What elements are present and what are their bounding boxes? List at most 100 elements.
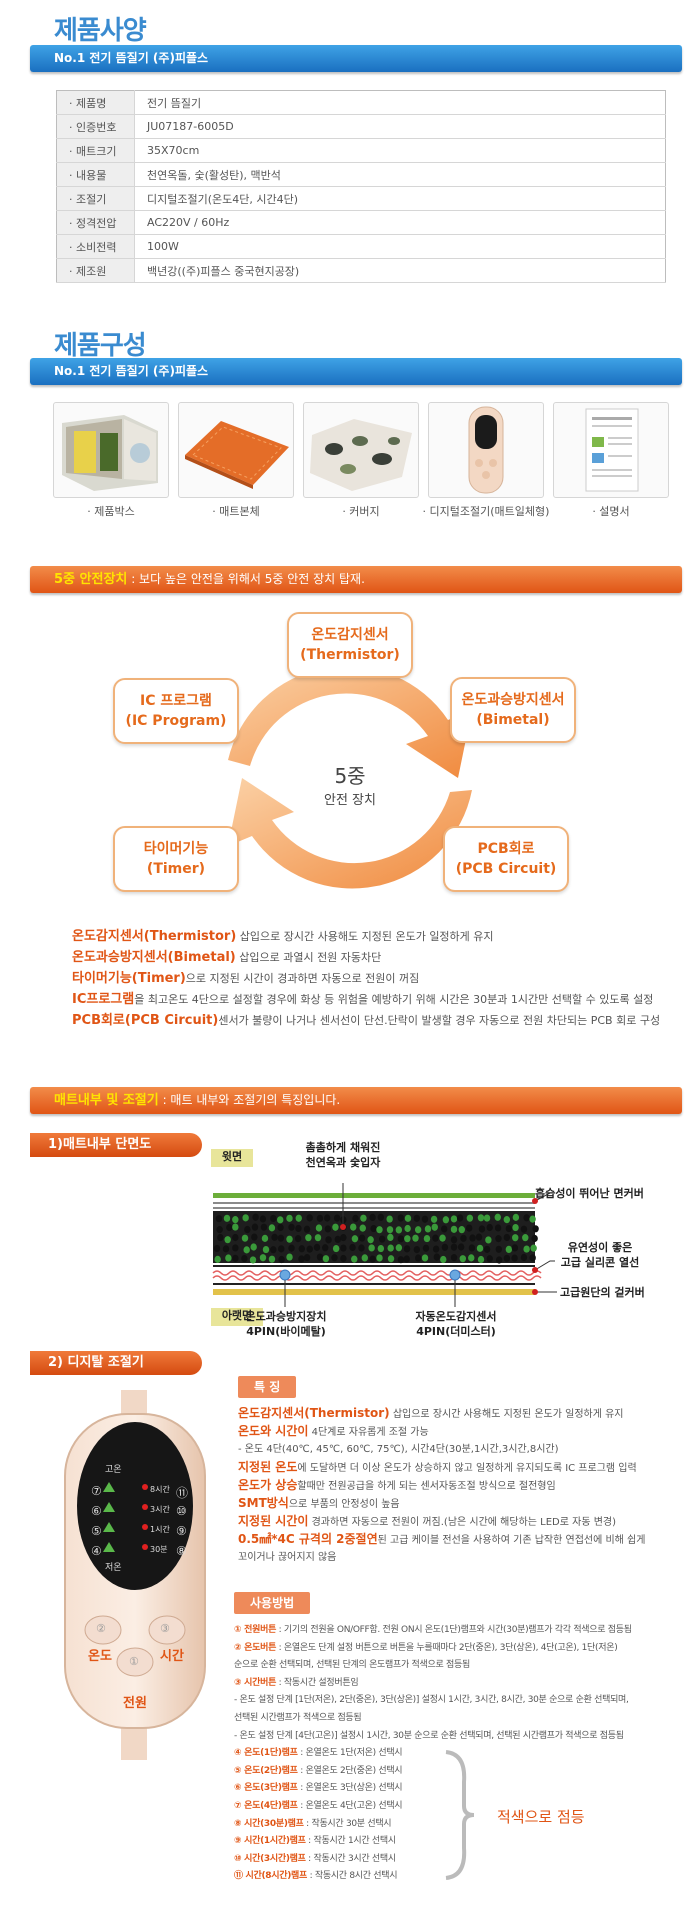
feature-tag: 특 징 xyxy=(238,1376,297,1398)
usage-text: : 기기의 전원을 ON/OFF함. 전원 ON시 온도(1단)램프와 시간(3… xyxy=(276,1625,632,1635)
usage-text: : 온열온도 4단(고온) 선택시 xyxy=(297,1801,403,1811)
stone-particle xyxy=(512,1223,519,1232)
stone-particle xyxy=(494,1213,501,1221)
stone-particle xyxy=(511,1254,518,1262)
mat-section-bar: 매트내부 및 조절기 : 매트 내부와 조절기의 특징입니다. xyxy=(30,1087,682,1114)
feature-key: 지정된 시간이 xyxy=(238,1514,309,1528)
stone-particle xyxy=(359,1224,366,1232)
composition-label-4: · 디지털조절기(매트일체형) xyxy=(422,505,550,518)
stone-particle xyxy=(262,1245,270,1254)
stone-particle xyxy=(295,1224,302,1233)
stone-particle xyxy=(251,1233,258,1241)
stone-particle xyxy=(215,1215,223,1223)
stone-particle xyxy=(450,1236,458,1244)
stone-particle xyxy=(505,1224,513,1233)
device-time-button[interactable]: 시간 xyxy=(160,1649,184,1664)
stone-particle xyxy=(456,1214,464,1222)
spec-key: · 제품명 xyxy=(56,90,135,115)
stone-particle xyxy=(432,1245,440,1253)
stone-particle xyxy=(505,1245,513,1253)
device-time-8h: 8시간 xyxy=(150,1485,170,1494)
spec-value: 전기 뜸질기 xyxy=(134,90,666,115)
safety-node-timer: 타이머기능 (Timer) xyxy=(113,826,239,892)
stone-particle xyxy=(370,1224,377,1233)
stone-particle xyxy=(395,1244,403,1252)
mat-bimetal-label-2: 4PIN(바이메탈) xyxy=(246,1325,326,1338)
stone-particle xyxy=(270,1246,277,1254)
mat-cross-section-diagram xyxy=(211,1149,557,1326)
stone-particle xyxy=(386,1226,394,1234)
usage-text: : 작동시간 30분 선택시 xyxy=(303,1818,392,1829)
feature-text: - 온도 4단(40℃, 45℃, 60℃, 75℃), 시간4단(30분,1시… xyxy=(238,1444,559,1455)
usage-line: ⑩ 시간(3시간)램프 : 작동시간 3시간 선택시 xyxy=(234,1851,396,1864)
device-temp-button[interactable]: 온도 xyxy=(88,1649,112,1664)
safety-description-line: 온도감지센서(Thermistor) 삽입으로 장시간 사용해도 지정된 온도가… xyxy=(72,925,494,944)
stone-particle xyxy=(232,1244,239,1252)
usage-text: : 온열온도 1단(저온) 선택시 xyxy=(297,1748,403,1759)
safety-description-key: 온도감지센서(Thermistor) xyxy=(72,929,237,944)
stone-particle xyxy=(450,1254,458,1262)
stone-particle xyxy=(430,1215,438,1223)
stone-particle xyxy=(260,1223,268,1231)
usage-line: ② 온도버튼 : 온열온도 단계 설정 버튼으로 버튼을 누를때마다 2단(중온… xyxy=(234,1640,618,1653)
stone-particle xyxy=(277,1234,285,1242)
stone-particle xyxy=(306,1245,313,1253)
safety-node-thermistor: 온도감지센서 (Thermistor) xyxy=(287,612,413,678)
usage-line: ⑨ 시간(1시간)램프 : 작동시간 1시간 선택시 xyxy=(234,1833,396,1846)
stone-particle xyxy=(424,1225,432,1233)
stone-particle xyxy=(288,1223,295,1231)
stone-particle xyxy=(376,1226,383,1234)
usage-key: ⑧ 시간(30분)램프 xyxy=(234,1818,304,1829)
controller-icon xyxy=(468,406,504,494)
usage-text: : 작동시간 8시간 선택시 xyxy=(307,1871,398,1882)
stone-particle xyxy=(314,1234,322,1242)
stone-particle xyxy=(250,1243,257,1251)
usage-key: ⑤ 온도(2단)램프 xyxy=(234,1765,298,1776)
stone-particle xyxy=(531,1234,538,1243)
composition-bar-label: No.1 전기 뜸질기 (주)피플스 xyxy=(54,364,209,378)
spec-section-bar: No.1 전기 뜸질기 (주)피플스 xyxy=(30,45,682,72)
stone-particle xyxy=(441,1225,448,1233)
mat-top-tag: 윗면 xyxy=(221,1150,243,1163)
stone-particle xyxy=(520,1225,528,1233)
stone-particle xyxy=(232,1233,239,1242)
safety-description-line: 온도과승방지센서(Bimetal) 삽입으로 과열시 전원 자동차단 xyxy=(72,946,381,965)
stone-particle xyxy=(431,1223,438,1231)
mat-cover-label: 흡습성이 뛰어난 면커버 xyxy=(535,1187,644,1200)
mat-heat-label-1: 유연성이 좋은 xyxy=(567,1241,633,1254)
stone-particle xyxy=(469,1234,476,1242)
safety-description-text: 센서가 불량이 나거나 센서선이 단선.단락이 발생할 경우 자동으로 전원 차… xyxy=(218,1014,661,1027)
safety-node-timer-en: (Timer) xyxy=(146,861,206,877)
stone-particle xyxy=(368,1244,375,1252)
mat-bar-desc: : 매트 내부와 조절기의 특징입니다. xyxy=(162,1093,341,1107)
stone-particle xyxy=(278,1255,285,1264)
feature-line: 지정된 온도에 도달하면 더 이상 온도가 상승하지 않고 일정하게 유지되도록… xyxy=(238,1458,637,1475)
stone-particle xyxy=(376,1254,383,1262)
stone-particle xyxy=(503,1216,511,1224)
stone-particle xyxy=(323,1214,331,1222)
stone-particle xyxy=(332,1244,340,1253)
feature-line: 온도감지센서(Thermistor) 삽입으로 장시간 사용해도 지정된 온도가… xyxy=(238,1404,624,1421)
feature-line: - 온도 4단(40℃, 45℃, 60℃, 75℃), 시간4단(30분,1시… xyxy=(238,1440,559,1455)
usage-text: - 온도 설정 단계 [1단(저온), 2단(중온), 3단(상온)] 설정시 … xyxy=(234,1695,629,1706)
stone-particle xyxy=(520,1253,528,1262)
mat-thermistor-label-2: 4PIN(더미스터) xyxy=(416,1325,496,1338)
device-time-1h: 1시간 xyxy=(150,1525,170,1534)
device-power-button[interactable]: 전원 xyxy=(123,1696,147,1711)
feature-key: 온도감지센서(Thermistor) xyxy=(238,1406,390,1420)
spec-value: 천연옥돌, 숯(활성탄), 맥반석 xyxy=(134,162,666,187)
safety-node-thermistor-name: 온도감지센서 xyxy=(311,627,389,643)
safety-description-key: PCB회로(PCB Circuit) xyxy=(72,1013,219,1028)
mat-fill-label-1: 촘촘하게 채워진 xyxy=(305,1141,381,1154)
stone-particle xyxy=(460,1234,467,1242)
feature-line: 온도와 시간이 4단계로 자유롭게 조절 가능 xyxy=(238,1422,429,1439)
stone-particle xyxy=(457,1243,465,1251)
feature-text: 된 고급 케이블 전선을 사용하여 기존 납작한 연접선에 비해 쉽게 xyxy=(377,1535,646,1546)
spec-value: JU07187-6005D xyxy=(134,114,666,139)
stone-particle xyxy=(340,1254,347,1263)
safety-description-key: 온도과승방지센서(Bimetal) xyxy=(72,950,236,965)
